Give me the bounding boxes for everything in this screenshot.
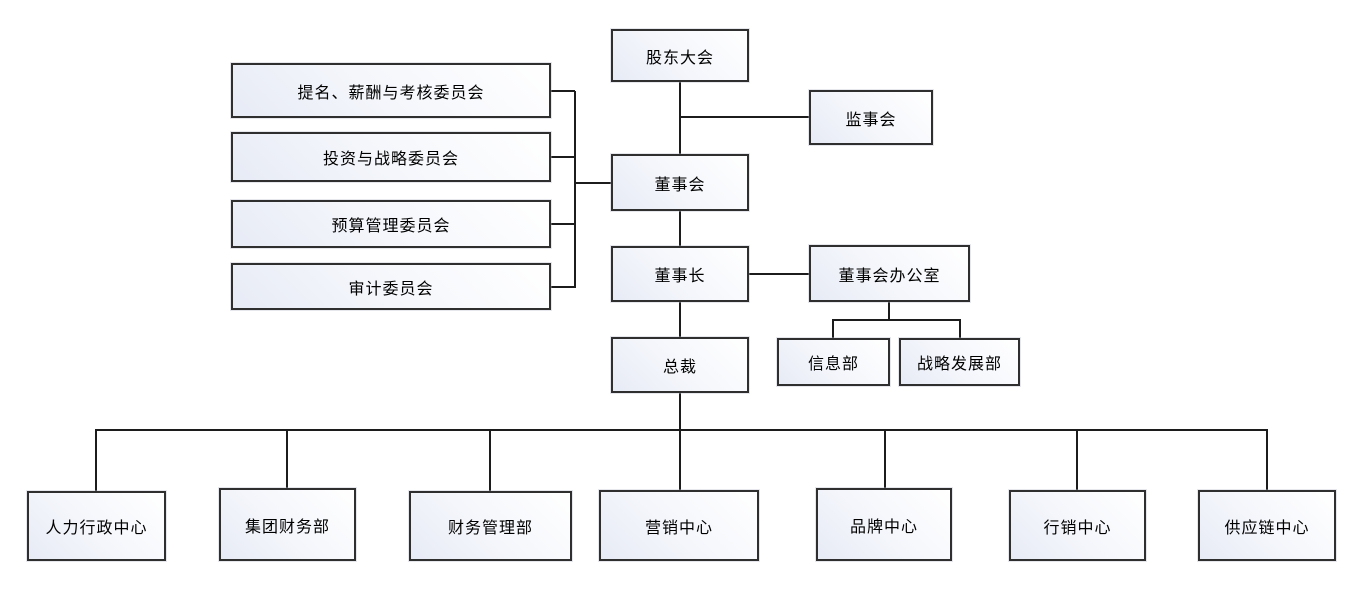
node-sales-center: 行销中心 [1009, 490, 1146, 561]
node-information-dept: 信息部 [777, 338, 890, 386]
connector-line [679, 82, 681, 154]
connector-line [832, 319, 834, 338]
node-board-office: 董事会办公室 [809, 245, 970, 302]
node-investment-strategy-committee: 投资与战略委员会 [231, 132, 551, 182]
node-group-finance-dept: 集团财务部 [219, 488, 356, 561]
connector-line [679, 211, 681, 246]
connector-line [884, 429, 886, 488]
node-marketing-center: 营销中心 [599, 490, 759, 561]
connector-line [749, 273, 810, 275]
connector-line [551, 286, 575, 288]
connector-line [551, 223, 575, 225]
connector-line [95, 429, 97, 491]
connector-line [832, 319, 961, 321]
connector-line [959, 319, 961, 338]
node-board-of-directors: 董事会 [611, 154, 749, 211]
connector-line [679, 302, 681, 337]
node-shareholders-meeting: 股东大会 [611, 29, 749, 82]
connector-line [95, 429, 1268, 431]
node-budget-management-committee: 预算管理委员会 [231, 200, 551, 248]
node-chairman: 董事长 [611, 246, 749, 302]
node-supervisory-board: 监事会 [809, 90, 933, 145]
node-audit-committee: 审计委员会 [231, 263, 551, 310]
node-finance-management-dept: 财务管理部 [409, 491, 572, 561]
connector-line [551, 156, 575, 158]
connector-line [1266, 429, 1268, 490]
node-brand-center: 品牌中心 [816, 488, 952, 561]
node-supply-chain-center: 供应链中心 [1198, 490, 1336, 561]
connector-line [1076, 429, 1078, 490]
connector-line [574, 91, 576, 288]
connector-line [888, 301, 890, 320]
connector-line [286, 429, 288, 488]
node-nomination-remuneration-appraisal-committee: 提名、薪酬与考核委员会 [231, 63, 551, 118]
connector-line [679, 429, 681, 490]
node-strategic-development-dept: 战略发展部 [899, 338, 1020, 386]
connector-line [680, 116, 810, 118]
connector-line [574, 182, 612, 184]
connector-line [679, 393, 681, 431]
connector-line [489, 429, 491, 491]
connector-line [551, 90, 575, 92]
node-hr-admin-center: 人力行政中心 [27, 491, 166, 561]
node-president: 总裁 [611, 337, 749, 393]
